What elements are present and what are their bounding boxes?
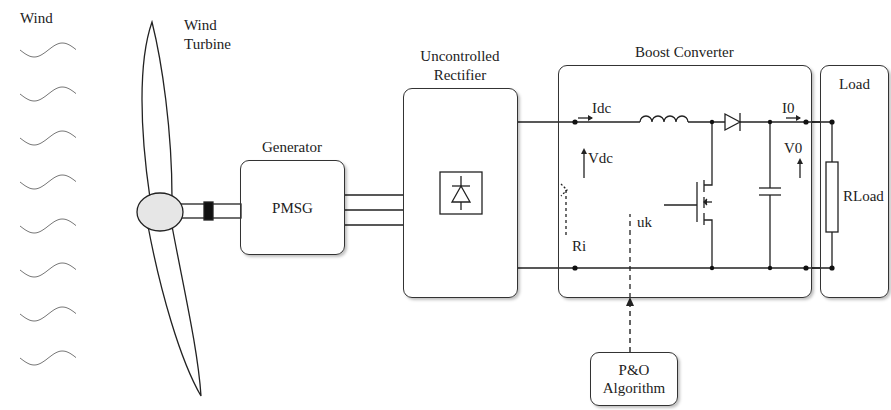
connector-wire <box>345 195 403 225</box>
box-label: P&O Algorithm <box>591 358 677 400</box>
wind-waves <box>20 43 76 365</box>
box-label: PMSG <box>269 196 316 220</box>
capacitor-symbol <box>759 122 781 268</box>
wind-wave <box>20 131 76 145</box>
box-heading: Uncontrolled Rectifier <box>402 47 517 85</box>
inductor-symbol <box>640 116 688 122</box>
component-name: RLoad <box>843 188 884 204</box>
boost-circuit <box>558 113 838 298</box>
wind-wave <box>20 43 76 57</box>
box-heading: Generator <box>239 138 344 157</box>
signal-name: Idc <box>592 100 611 116</box>
connector-wire <box>812 122 820 268</box>
gate-signal <box>629 214 630 298</box>
voltage-arrow <box>583 150 584 178</box>
wind-label: Wind <box>20 10 53 26</box>
wind-wave <box>20 175 76 189</box>
blade <box>148 226 201 396</box>
signal-name: V0 <box>784 140 802 156</box>
wind-wave <box>20 307 76 321</box>
terminals <box>572 119 834 270</box>
box-heading: Boost Converter <box>629 43 739 62</box>
resistor-symbol <box>826 162 838 232</box>
impedance-pointer <box>565 190 566 236</box>
wind-wave <box>20 351 76 365</box>
signal-name: Ri <box>572 238 586 254</box>
wind-wave <box>20 263 76 277</box>
signal-name: Vdc <box>588 150 613 166</box>
mosfet-symbol <box>664 122 712 268</box>
box-label: Load <box>836 72 873 96</box>
diode-bridge-symbol <box>440 172 482 214</box>
converter-box: Boost Converter <box>558 65 812 298</box>
signal-name: uk <box>637 214 652 230</box>
wind-wave <box>20 87 76 101</box>
connector-wire <box>629 298 630 352</box>
rectifier-box: Uncontrolled Rectifier <box>403 88 518 298</box>
diode-symbol <box>725 114 740 130</box>
signal-name: I0 <box>782 100 795 116</box>
coupling <box>204 202 213 220</box>
turbine-label: Wind Turbine <box>184 16 250 54</box>
blade <box>142 22 172 198</box>
load-box: Load <box>820 65 889 298</box>
wind-turbine <box>137 22 241 396</box>
wind-wave <box>20 219 76 233</box>
hub <box>137 193 183 231</box>
connector-wire <box>518 122 558 268</box>
generator-box: GeneratorPMSG <box>240 160 345 255</box>
controller-box: P&O Algorithm <box>590 352 678 406</box>
